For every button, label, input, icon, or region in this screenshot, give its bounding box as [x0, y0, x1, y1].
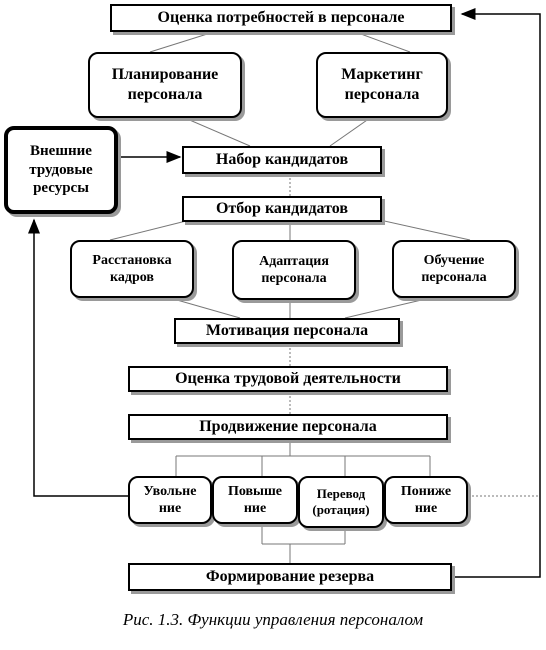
box-performance-evaluation: Оценка трудовой деятельности	[128, 366, 448, 392]
box-marketing: Маркетинг персонала	[316, 52, 448, 118]
label-performance-evaluation: Оценка трудовой деятельности	[175, 370, 401, 387]
box-placement: Расстановка кадров	[70, 240, 194, 298]
box-dismissal: Увольне ние	[128, 476, 212, 524]
figure-caption: Рис. 1.3. Функции управления персоналом	[122, 610, 424, 629]
box-raise: Повыше ние	[212, 476, 298, 524]
line-needs-marketing	[349, 29, 411, 53]
line-selection-training	[379, 219, 471, 241]
label-reserve: Формирование резерва	[205, 568, 375, 585]
line-selection-placement	[109, 219, 191, 241]
label-raise: Повыше ние	[227, 483, 283, 517]
label-selection: Отбор кандидатов	[215, 200, 349, 217]
box-recruitment: Набор кандидатов	[182, 146, 382, 174]
box-training: Обучение персонала	[392, 240, 516, 298]
line-needs-planning	[149, 29, 221, 53]
line-marketing-recruitment	[329, 117, 371, 147]
box-motivation: Мотивация персонала	[174, 318, 400, 344]
label-planning: Планирование персонала	[111, 66, 219, 103]
line-placement-motivation	[169, 297, 241, 319]
line-planning-recruitment	[184, 117, 251, 147]
label-placement: Расстановка кадров	[92, 252, 172, 286]
label-adaptation: Адаптация персонала	[259, 253, 329, 287]
box-needs-assessment: Оценка потребностей в персонале	[110, 4, 452, 32]
box-planning: Планирование персонала	[88, 52, 242, 118]
label-promotion: Продвижение персонала	[199, 418, 377, 435]
label-dismissal: Увольне ние	[143, 483, 197, 517]
box-adaptation: Адаптация персонала	[232, 240, 356, 300]
label-recruitment: Набор кандидатов	[215, 151, 349, 168]
label-demotion: Пониже ние	[400, 483, 452, 517]
box-promotion: Продвижение персонала	[128, 414, 448, 440]
label-motivation: Мотивация персонала	[205, 322, 369, 339]
label-external-labor: Внешние трудовые ресурсы	[29, 142, 93, 197]
box-selection: Отбор кандидатов	[182, 196, 382, 222]
box-external-labor: Внешние трудовые ресурсы	[4, 126, 118, 214]
arrow-reserve-needs	[452, 8, 541, 578]
arrow-dismissal-external	[28, 218, 128, 497]
label-marketing: Маркетинг персонала	[341, 66, 423, 103]
label-needs-assessment: Оценка потребностей в персонале	[157, 9, 405, 26]
box-reserve: Формирование резерва	[128, 563, 452, 591]
box-demotion: Пониже ние	[384, 476, 468, 524]
line-training-motivation	[344, 297, 431, 319]
label-transfer: Перевод (ротация)	[312, 485, 370, 517]
label-training: Обучение персонала	[421, 252, 487, 286]
box-transfer: Перевод (ротация)	[298, 476, 384, 528]
